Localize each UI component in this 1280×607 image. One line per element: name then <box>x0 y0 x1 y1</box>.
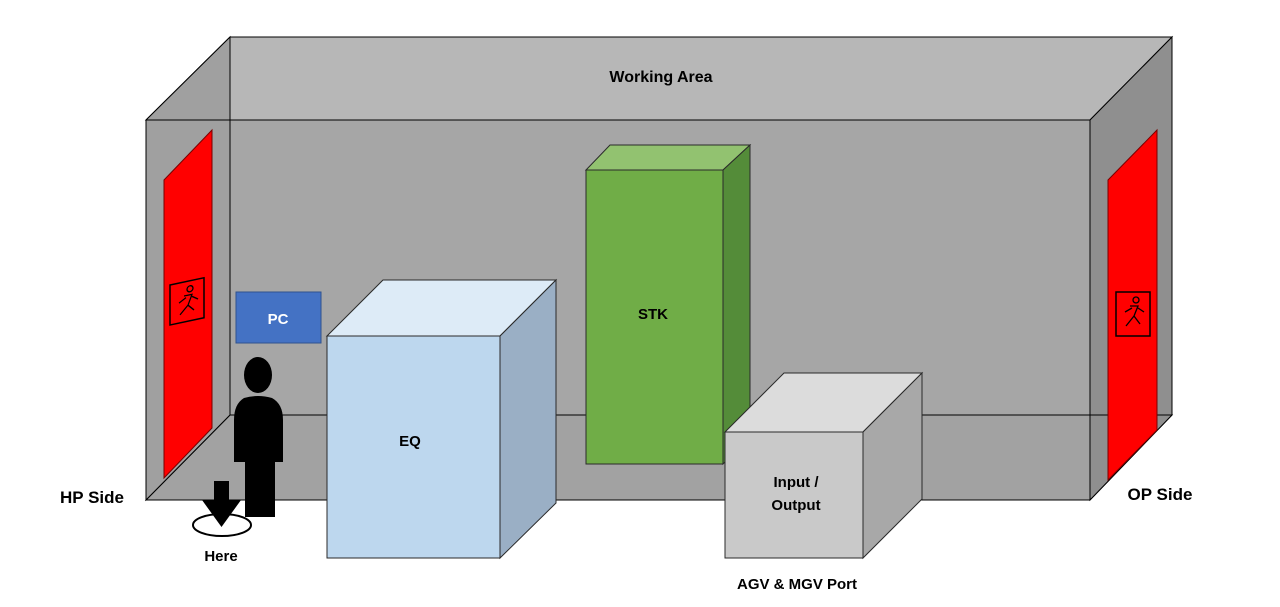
io-label-line2: Output <box>771 497 820 514</box>
op-side-exit-door <box>1107 128 1158 482</box>
input-output-port-block: Input / Output <box>723 371 924 560</box>
stk-front-face <box>585 169 724 465</box>
stk-label: STK <box>638 306 668 323</box>
here-label: Here <box>204 548 237 565</box>
io-front-face <box>724 431 864 559</box>
emergency-exit-icon <box>1115 291 1151 337</box>
person-icon <box>234 357 283 517</box>
hp-side-exit-door <box>163 128 213 480</box>
here-marker: Here <box>192 481 252 565</box>
eq-label: EQ <box>399 433 421 450</box>
op-side-label: OP Side <box>1128 485 1193 504</box>
pc-box <box>235 291 322 344</box>
io-label-line1: Input / <box>774 474 820 491</box>
down-arrow-icon <box>202 481 241 527</box>
eq-front-face <box>326 335 501 559</box>
emergency-exit-icon <box>169 276 205 326</box>
pc-block: PC <box>235 291 322 344</box>
pc-label: PC <box>268 311 289 328</box>
eq-block: EQ <box>325 278 558 560</box>
hp-side-label: HP Side <box>60 488 124 507</box>
door-panel <box>1107 128 1158 482</box>
stk-top-face <box>584 144 752 171</box>
working-area-label: Working Area <box>609 69 712 86</box>
stk-block: STK <box>584 143 752 466</box>
agv-mgv-port-label: AGV & MGV Port <box>737 576 857 593</box>
room-front-frame <box>145 119 1091 501</box>
